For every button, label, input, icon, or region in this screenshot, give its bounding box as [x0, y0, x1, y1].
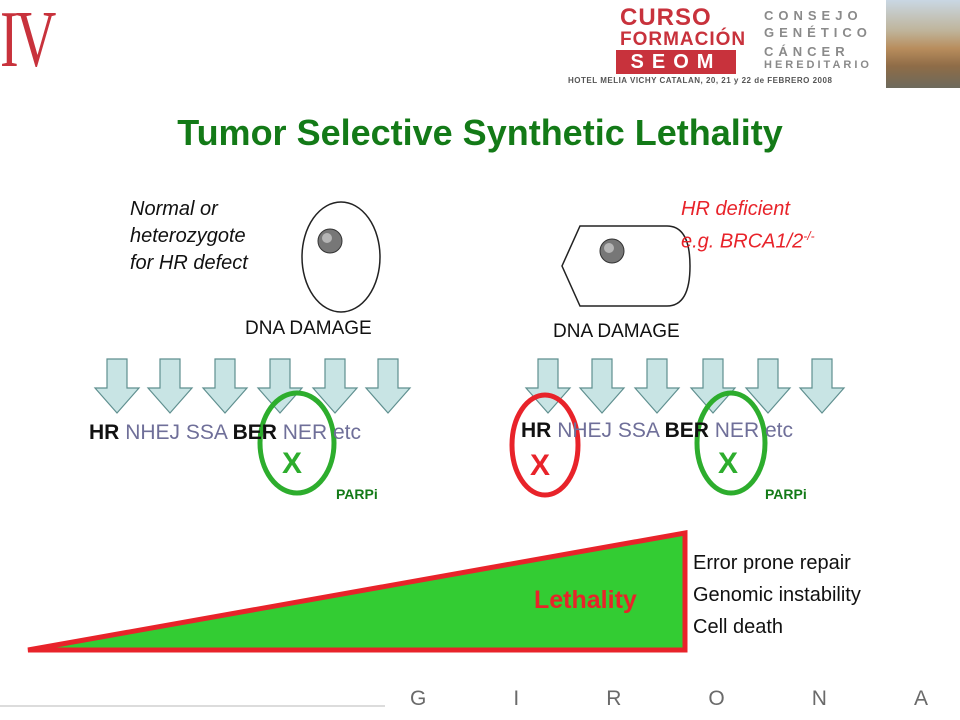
right-ber-x-mark: X — [718, 447, 739, 480]
footer-letter: R — [606, 687, 624, 710]
left-cell-label-line: Normal or — [130, 198, 218, 220]
logo-hotel-line: HOTEL MELIA VICHY CATALAN, 20, 21 y 22 d… — [568, 76, 833, 85]
arrow-down — [146, 358, 194, 414]
normal-cell — [301, 201, 381, 313]
ber-ring-left — [257, 390, 337, 496]
ber-pathway: BER — [664, 419, 709, 442]
arrow-down — [798, 358, 846, 414]
left-repair-pathways: HR NHEJ SSA BER NER etc — [89, 421, 361, 445]
arrow-down — [633, 358, 681, 414]
footer-girona: G I R O N A — [410, 687, 930, 711]
right-cell-label-line: HR deficient — [681, 198, 790, 220]
logo-cancer: CÁNCER — [764, 44, 850, 59]
hr-ring-right — [509, 392, 581, 498]
arrow-down — [744, 358, 792, 414]
hr-deficient-cell — [561, 225, 691, 307]
ber-ring-right — [694, 390, 768, 496]
slide-title: Tumor Selective Synthetic Lethality — [177, 112, 783, 153]
nucleus-highlight — [322, 233, 332, 243]
hr-pathway: HR — [521, 419, 552, 442]
lethality-wedge — [27, 530, 688, 653]
right-hr-x-mark: X — [530, 449, 551, 482]
arrow-down — [256, 358, 304, 414]
ner-etc-pathways: NER etc — [714, 419, 793, 442]
right-cell-label: HR deficient e.g. BRCA1/2-/- — [681, 196, 815, 256]
outcome-item: Error prone repair — [693, 552, 851, 574]
left-cell-label: Normal or heterozygote for HR defect — [130, 196, 248, 277]
left-ber-x-mark: X — [282, 447, 303, 480]
footer-letter: G — [410, 687, 429, 710]
brca-superscript: -/- — [803, 229, 815, 243]
arrow-down — [311, 358, 359, 414]
left-dna-damage: DNA DAMAGE — [245, 318, 372, 339]
left-parpi-label: PARPi — [336, 486, 378, 502]
arrow-down — [364, 358, 412, 414]
outcome-item: Cell death — [693, 616, 784, 638]
city-photo — [886, 0, 960, 88]
logo-roman-numeral: IV — [0, 0, 56, 84]
outcome-item: Genomic instability — [693, 584, 861, 606]
left-cell-label-line: heterozygote — [130, 225, 246, 247]
nhej-ssa-pathways: NHEJ SSA — [125, 421, 227, 444]
right-cell-label-line: e.g. BRCA1/2-/- — [681, 223, 815, 256]
logo-consejo: CONSEJO — [764, 8, 863, 23]
nucleus-highlight — [604, 243, 614, 253]
logo-genetico: GENÉTICO — [764, 25, 872, 40]
logo-hereditario: HEREDITARIO — [764, 59, 872, 71]
logo-formacion: FORMACIÓN — [620, 29, 747, 50]
lethality-label: Lethality — [534, 586, 637, 614]
outcomes-list: Error prone repair Genomic instability C… — [693, 547, 861, 643]
left-cell-label-line: for HR defect — [130, 252, 248, 274]
arrow-down — [93, 358, 141, 414]
footer-letter: N — [811, 687, 829, 710]
footer-letter: O — [708, 687, 727, 710]
arrow-down — [201, 358, 249, 414]
logo-curso: CURSO — [620, 4, 712, 31]
nhej-ssa-pathways: NHEJ SSA — [557, 419, 659, 442]
right-parpi-label: PARPi — [765, 486, 807, 502]
arrow-down — [578, 358, 626, 414]
arrow-down — [689, 358, 737, 414]
footer-letter: A — [913, 687, 930, 710]
ber-pathway: BER — [232, 421, 277, 444]
logo-seom: SEOM — [616, 50, 736, 74]
ner-etc-pathways: NER etc — [282, 421, 361, 444]
hr-pathway: HR — [89, 421, 120, 444]
footer-letter: I — [513, 687, 522, 710]
right-repair-pathways: HR NHEJ SSA BER NER etc — [521, 419, 793, 443]
brca-text: e.g. BRCA1/2 — [681, 230, 804, 253]
right-dna-damage: DNA DAMAGE — [553, 321, 680, 342]
